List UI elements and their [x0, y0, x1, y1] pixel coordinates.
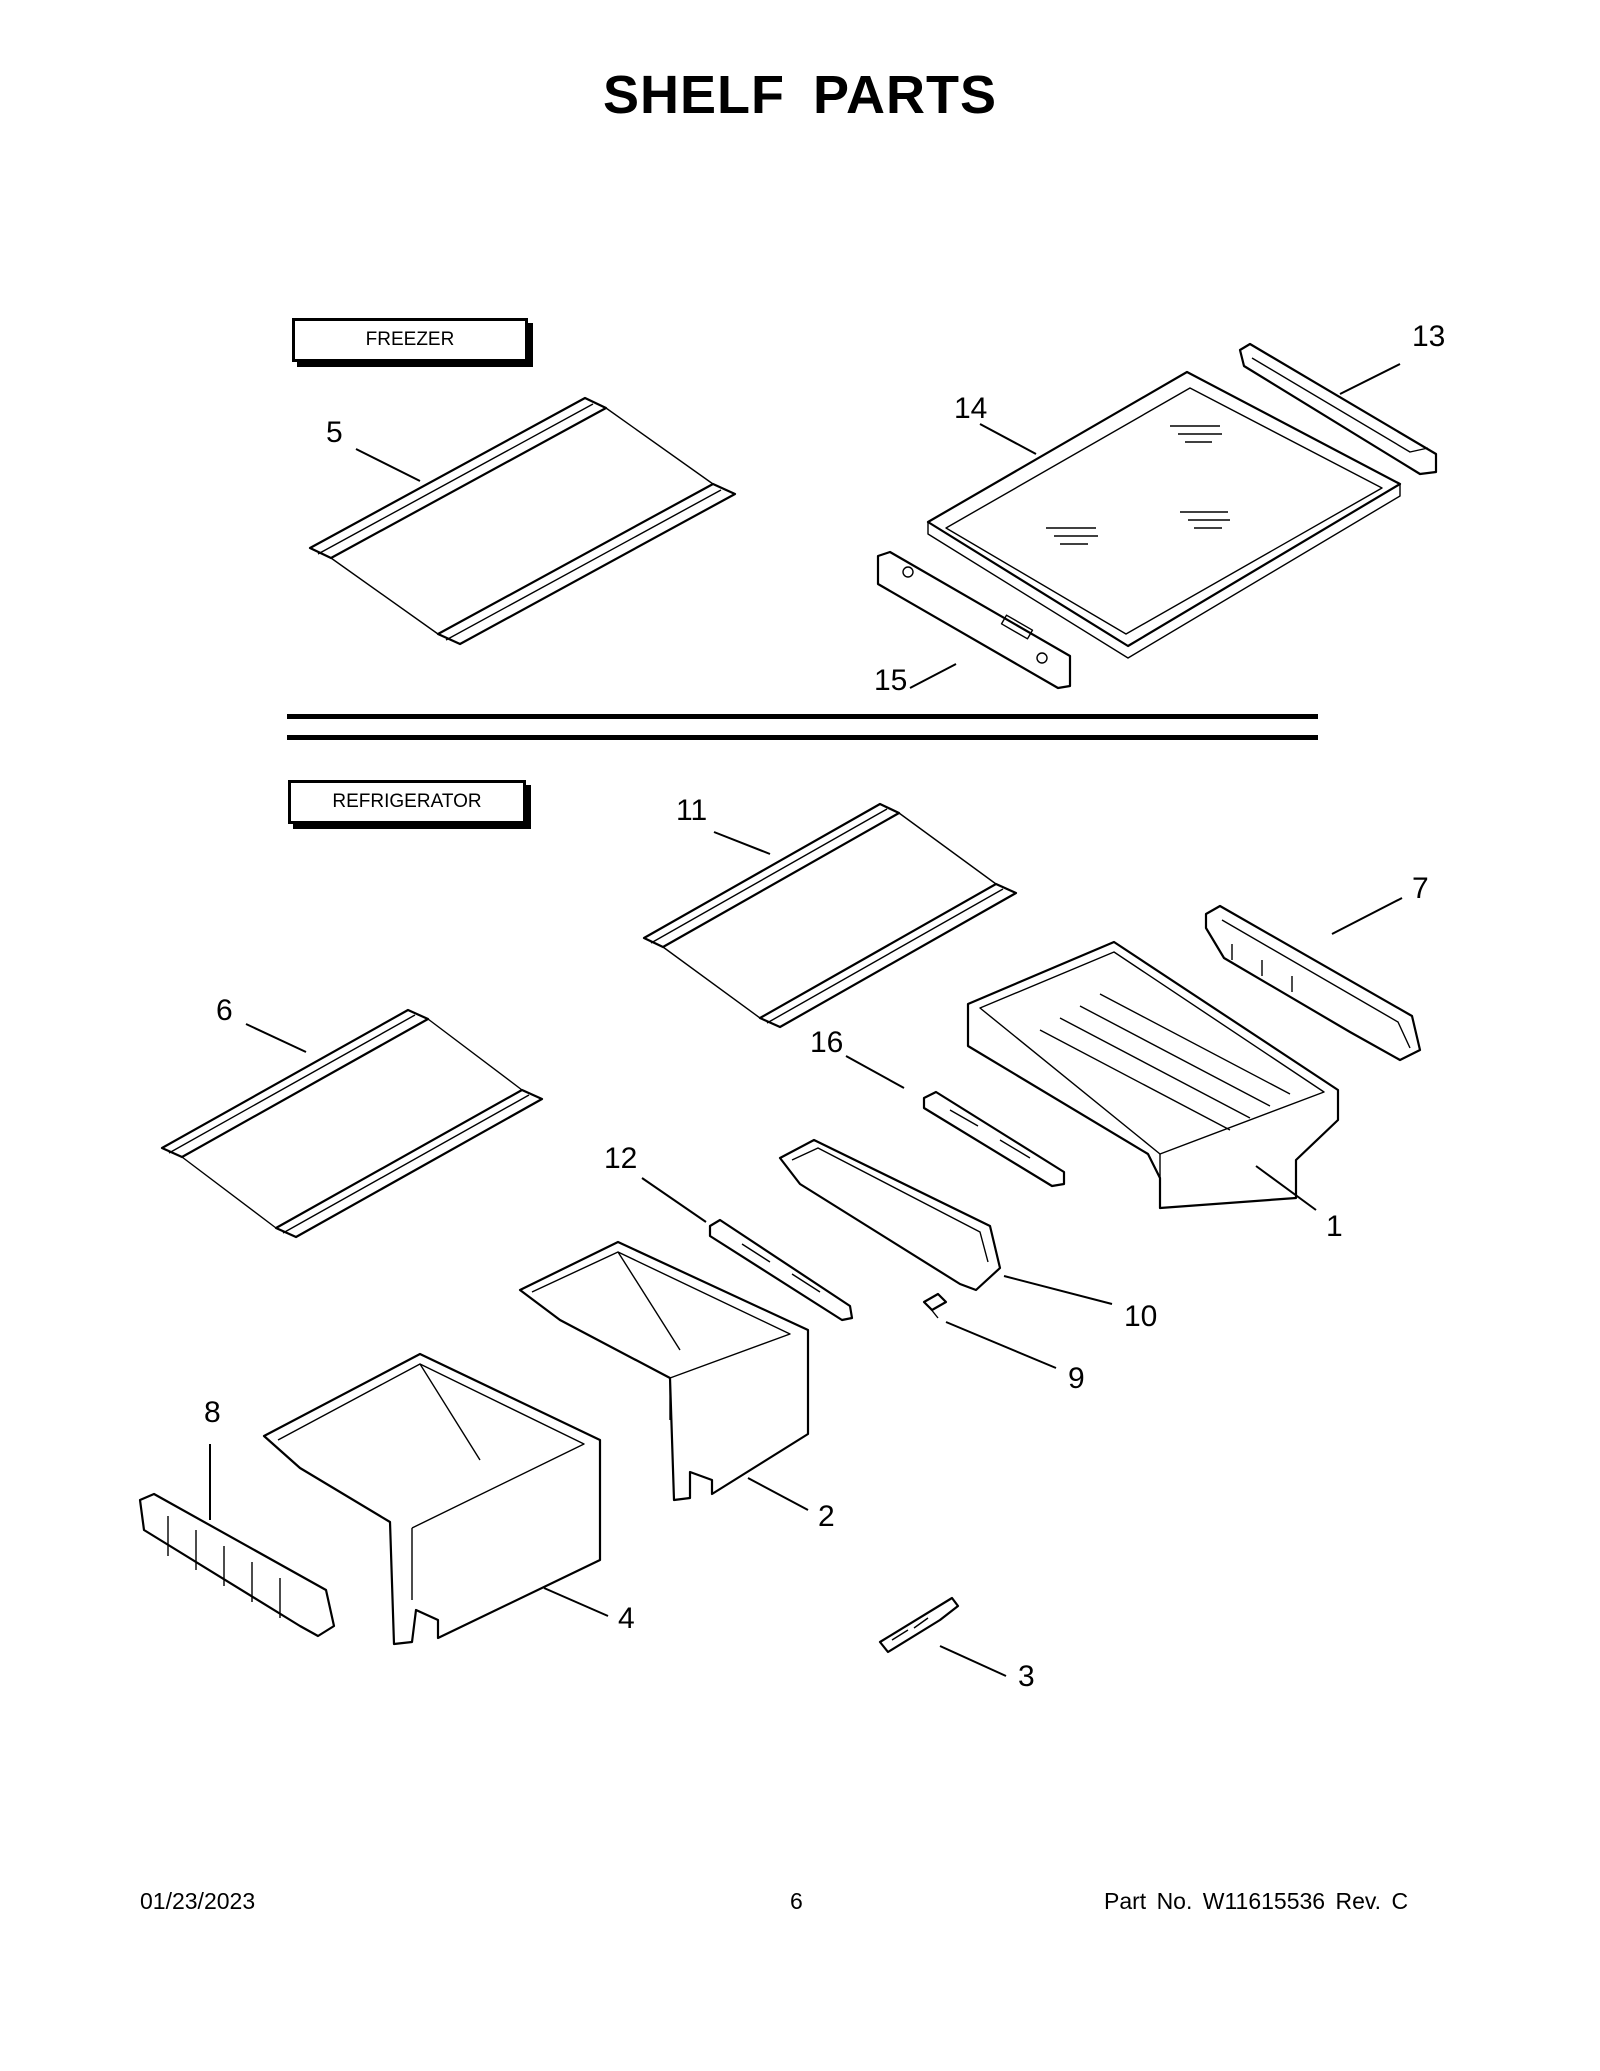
callout-10: 10: [1124, 1300, 1158, 1333]
part-16-rail-slide: [922, 1090, 1066, 1188]
section-divider-bottom: [287, 735, 1318, 740]
page-title: SHELF PARTS: [602, 65, 997, 125]
callout-15: 15: [874, 664, 908, 697]
leader-lines: [209, 363, 1403, 1677]
part-1-crisper-drawer: [966, 940, 1340, 1210]
part-2-drawer-bin: [518, 1240, 810, 1502]
footer-page-number: 6: [790, 1888, 803, 1914]
part-3-clip: [878, 1596, 960, 1654]
part-15-front-trim: [876, 550, 1072, 690]
callout-2: 2: [818, 1500, 835, 1533]
part-13-rear-trim: [1238, 342, 1438, 476]
callout-1: 1: [1326, 1210, 1343, 1243]
part-9-screw: [922, 1292, 948, 1319]
callout-13: 13: [1412, 320, 1446, 353]
footer-part-number: Part No. W11615536 Rev. C: [1104, 1888, 1409, 1914]
callout-11: 11: [676, 794, 708, 827]
part-5-freezer-shelf: [308, 396, 737, 646]
part-7-drawer-rail: [1204, 904, 1422, 1062]
callout-8: 8: [204, 1396, 221, 1429]
part-6-refrigerator-shelf: [160, 1008, 544, 1239]
part-10-rail: [778, 1138, 1002, 1292]
part-4-drawer-bin: [262, 1352, 602, 1646]
callout-16: 16: [810, 1026, 844, 1059]
callout-7: 7: [1412, 872, 1429, 905]
refrigerator-section-label: REFRIGERATOR: [288, 780, 526, 824]
section-divider-top: [287, 714, 1318, 719]
part-11-refrigerator-shelf: [642, 802, 1018, 1029]
callout-9: 9: [1068, 1362, 1085, 1395]
callout-6: 6: [216, 994, 233, 1027]
callout-4: 4: [618, 1602, 635, 1635]
callout-5: 5: [326, 416, 343, 449]
callout-12: 12: [604, 1142, 638, 1175]
part-14-glass-shelf: [926, 370, 1402, 659]
part-12-slide: [708, 1218, 854, 1322]
callout-3: 3: [1018, 1660, 1035, 1693]
footer-date: 01/23/2023: [140, 1888, 256, 1914]
freezer-section-label: FREEZER: [292, 318, 528, 362]
part-8-drawer-rail: [138, 1492, 336, 1638]
callout-14: 14: [954, 392, 988, 425]
